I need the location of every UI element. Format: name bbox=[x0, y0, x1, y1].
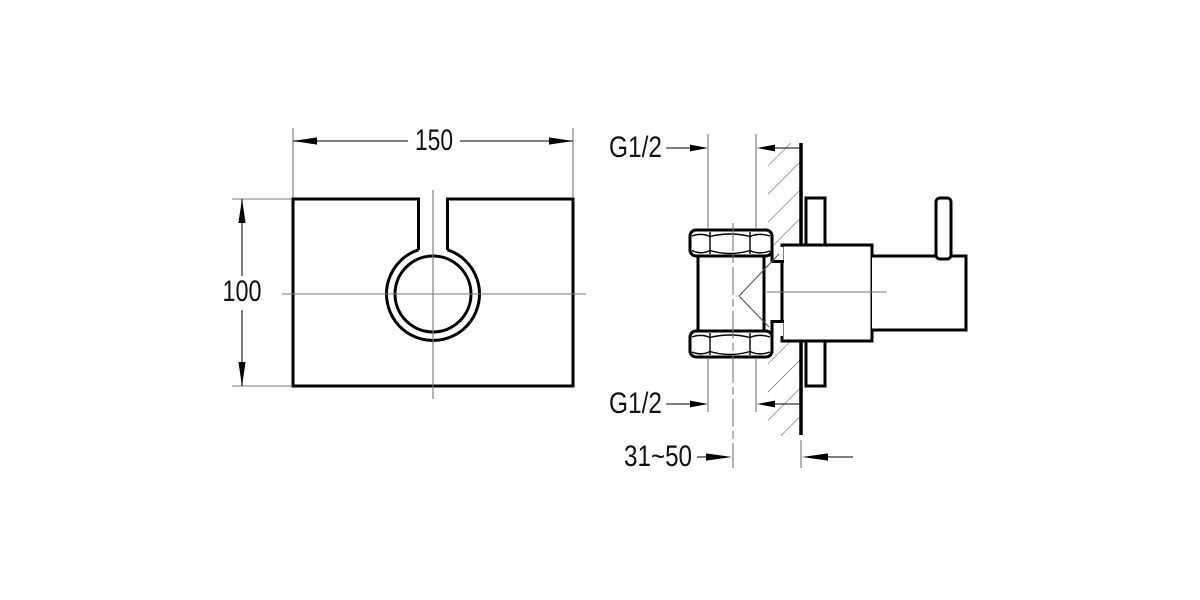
outlet-stub-outline bbox=[770, 320, 784, 336]
valve-cartridge-cylinder bbox=[872, 254, 968, 332]
hatch-diagonal-lower bbox=[738, 295, 770, 328]
arrowhead-left bbox=[690, 400, 708, 408]
arrowhead-right bbox=[549, 137, 573, 145]
dimension-height: 100 bbox=[223, 198, 291, 387]
dimension-width: 150 bbox=[292, 124, 574, 197]
supply-pipe-body bbox=[696, 254, 766, 333]
side-view bbox=[688, 143, 968, 468]
arrowhead-up bbox=[238, 199, 246, 223]
arrowhead-left bbox=[293, 137, 317, 145]
dimension-thread-bottom: G1/2 bbox=[609, 358, 800, 420]
thread-top-label: G1/2 bbox=[609, 131, 662, 164]
height-dimension-label: 100 bbox=[223, 275, 262, 308]
front-view bbox=[282, 190, 586, 399]
width-dimension-label: 150 bbox=[415, 124, 453, 157]
handle-lever bbox=[934, 196, 953, 261]
arrowhead-right bbox=[757, 400, 775, 408]
hex-nut-bottom-facets bbox=[691, 333, 771, 356]
arrowhead-left bbox=[690, 144, 708, 152]
arrowhead-right bbox=[757, 144, 775, 152]
arrowhead-left bbox=[706, 453, 732, 461]
thread-bottom-label: G1/2 bbox=[609, 387, 662, 420]
depth-range-label: 31~50 bbox=[624, 440, 692, 473]
hatch-diagonal-upper bbox=[738, 253, 780, 297]
dimension-wall-depth: 31~50 bbox=[624, 440, 853, 473]
valve-body bbox=[780, 243, 874, 343]
arrowhead-down bbox=[238, 362, 246, 386]
hex-nut-top-facets bbox=[691, 232, 771, 255]
arrowhead-right bbox=[802, 453, 828, 461]
dimension-thread-top: G1/2 bbox=[609, 131, 800, 229]
